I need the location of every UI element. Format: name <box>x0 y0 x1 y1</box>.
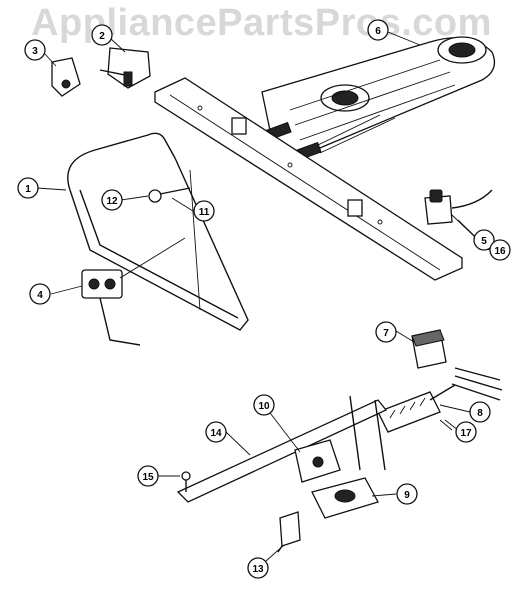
svg-text:9: 9 <box>404 490 410 501</box>
callouts: 1 2 3 4 5 6 7 8 9 10 11 12 13 14 15 16 1… <box>17 19 511 579</box>
svg-text:2: 2 <box>99 31 105 42</box>
callout-12: 12 <box>101 189 123 211</box>
callout-8: 8 <box>469 401 491 423</box>
callout-10: 10 <box>253 394 275 416</box>
callout-2: 2 <box>91 24 113 46</box>
gas-valve <box>294 439 341 483</box>
svg-text:12: 12 <box>106 196 118 207</box>
small-bracket <box>277 511 301 553</box>
callout-1: 1 <box>17 177 39 199</box>
burner-frame <box>67 132 249 331</box>
svg-text:16: 16 <box>494 246 506 257</box>
callout-3: 3 <box>24 39 46 61</box>
svg-text:6: 6 <box>375 26 381 37</box>
svg-text:7: 7 <box>383 328 389 339</box>
callout-5: 5 <box>473 229 495 251</box>
callout-13: 13 <box>247 557 269 579</box>
svg-text:17: 17 <box>460 428 472 439</box>
pilot-screw <box>148 187 191 203</box>
igniter-bracket <box>424 189 493 225</box>
callout-9: 9 <box>396 483 418 505</box>
callout-14: 14 <box>205 421 227 443</box>
burner-assembly <box>261 36 496 161</box>
callout-11: 11 <box>193 200 215 222</box>
svg-text:15: 15 <box>142 472 154 483</box>
callout-15: 15 <box>137 465 159 487</box>
top-left-brackets <box>51 47 151 97</box>
lower-manifold <box>176 395 388 503</box>
callout-6: 6 <box>367 19 389 41</box>
svg-text:3: 3 <box>32 46 38 57</box>
callout-7: 7 <box>375 321 397 343</box>
svg-text:11: 11 <box>199 207 210 218</box>
svg-text:14: 14 <box>210 428 222 439</box>
callout-17: 17 <box>455 421 477 443</box>
svg-text:4: 4 <box>37 290 43 301</box>
callout-16: 16 <box>489 239 511 261</box>
svg-text:13: 13 <box>252 564 264 575</box>
svg-text:8: 8 <box>477 408 483 419</box>
callout-4: 4 <box>29 283 51 305</box>
manifold-rail <box>154 77 463 281</box>
svg-text:1: 1 <box>25 184 31 195</box>
pressure-regulator <box>311 477 379 519</box>
ignition-switch <box>81 237 186 346</box>
svg-text:5: 5 <box>481 236 487 247</box>
connector-harness <box>377 367 503 433</box>
svg-text:10: 10 <box>258 401 270 412</box>
spark-module <box>411 329 447 369</box>
